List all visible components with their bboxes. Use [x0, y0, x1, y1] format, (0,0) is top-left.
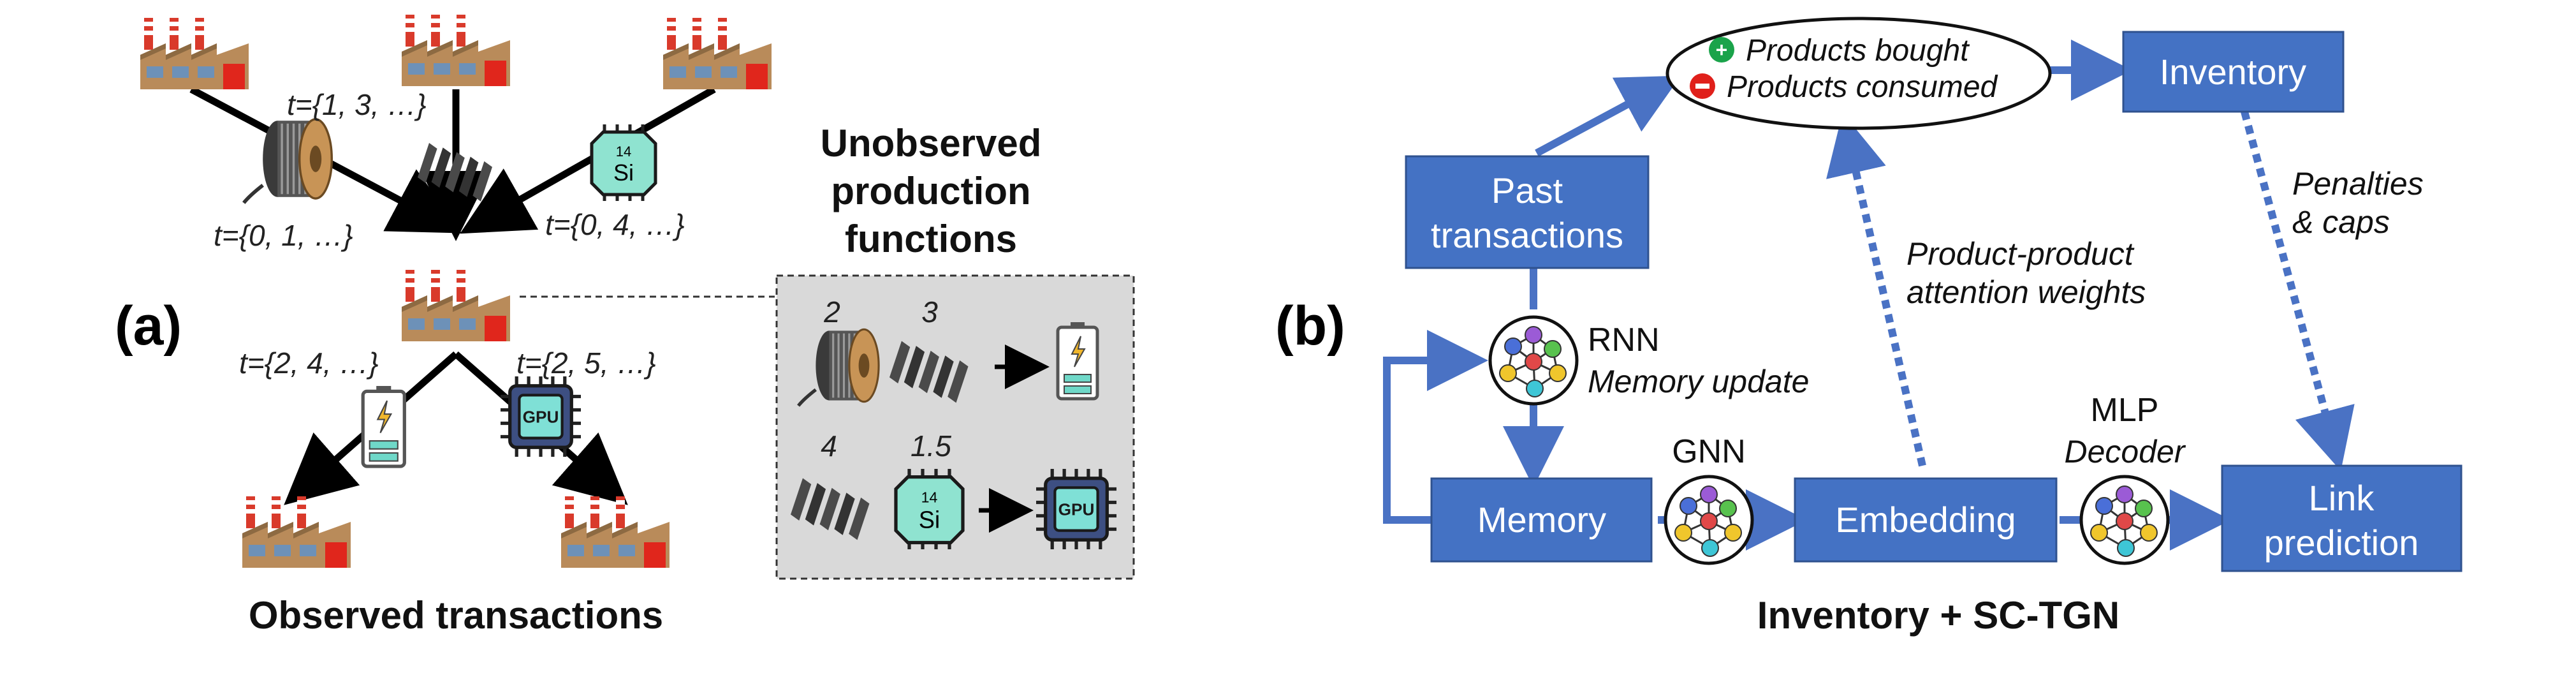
gnn-network-icon [1665, 477, 1752, 563]
panel-a-title: Observed transactions [249, 594, 663, 637]
mlp-network-icon [2081, 477, 2168, 563]
svg-text:Link: Link [2309, 478, 2375, 518]
wire-spool-icon [244, 119, 332, 203]
svg-text:Past: Past [1491, 170, 1563, 211]
time-label: t={0, 4, …} [545, 208, 685, 241]
svg-text:Penalties: Penalties [2292, 166, 2424, 202]
memory-box: Memory [1430, 477, 1653, 563]
silicon-chip-icon: 14 Si [896, 469, 963, 549]
inventory-box: Inventory [2122, 31, 2345, 113]
time-label: t={0, 1, …} [214, 219, 353, 252]
svg-text:functions: functions [845, 218, 1017, 260]
svg-text:+: + [1716, 38, 1728, 61]
rnn-label: RNN [1588, 322, 1660, 359]
panel-b-label: (b) [1275, 295, 1345, 357]
svg-text:Embedding: Embedding [1835, 500, 2016, 540]
gnn-label: GNN [1672, 433, 1746, 470]
panel-b-title: Inventory + SC-TGN [1757, 594, 2119, 637]
decoder-label: Decoder [2065, 434, 2186, 470]
time-label: t={2, 5, …} [516, 346, 656, 380]
factory-icon [402, 15, 510, 86]
silicon-chip-icon: 14 Si [592, 124, 655, 201]
factory-icon [140, 18, 249, 89]
factory-icon [663, 18, 772, 89]
dotted-arrows [1826, 110, 2355, 471]
flow-arrows [1383, 40, 2231, 551]
svg-text:Unobserved: Unobserved [821, 122, 1042, 165]
svg-text:transactions: transactions [1431, 215, 1623, 255]
mlp-label: MLP [2091, 392, 2159, 429]
recipe-coefficient: 1.5 [911, 429, 951, 463]
factory-icon [242, 496, 351, 568]
gpu-chip-icon: GPU [1036, 469, 1116, 549]
products-ellipse: + Products bought Products consumed [1665, 17, 2052, 130]
svg-text:Memory: Memory [1477, 500, 1606, 540]
chip-number: 14 [616, 144, 631, 159]
recipe-coefficient: 4 [821, 429, 837, 463]
panel-b: (b) + Products bought Products con [1275, 17, 2463, 637]
battery-icon [1058, 322, 1097, 399]
chip-number: 14 [921, 489, 938, 506]
memory-update-label: Memory update [1588, 364, 1809, 399]
gpu-label: GPU [523, 407, 559, 426]
factory-icon [402, 270, 510, 341]
plus-icon [1709, 37, 1734, 63]
penalties-label: Penalties & caps [2292, 166, 2424, 240]
svg-text:Product-product: Product-product [1906, 236, 2135, 272]
past-transactions-box: Past transactions [1405, 155, 1650, 269]
unobserved-title: Unobserved production functions [821, 122, 1042, 260]
svg-text:Inventory: Inventory [2160, 52, 2306, 92]
time-label: t={2, 4, …} [239, 346, 379, 380]
svg-text:production: production [831, 170, 1030, 212]
chip-symbol: Si [613, 159, 634, 186]
attention-weights-label: Product-product attention weights [1906, 236, 2146, 310]
svg-text:prediction: prediction [2264, 522, 2419, 563]
svg-text:& caps: & caps [2292, 204, 2390, 240]
gpu-label: GPU [1058, 500, 1095, 519]
embedding-box: Embedding [1794, 477, 2058, 563]
rnn-network-icon [1490, 317, 1577, 404]
recipe-coefficient: 2 [823, 295, 840, 329]
factory-icon [561, 496, 670, 568]
panel-a: (a) 14 Si GPU t={1, 3, …} [115, 15, 1135, 637]
link-prediction-box: Link prediction [2221, 464, 2463, 572]
time-label: t={1, 3, …} [287, 88, 427, 121]
svg-text:attention weights: attention weights [1906, 274, 2146, 310]
panel-a-label: (a) [115, 295, 182, 357]
products-consumed: Products consumed [1727, 70, 1998, 104]
production-functions-panel: 2 3 4 1.5 14 Si GPU [775, 274, 1135, 580]
gpu-chip-icon: GPU [501, 376, 581, 457]
chip-symbol: Si [919, 507, 940, 533]
products-bought: Products bought [1746, 34, 1970, 68]
battery-icon [363, 386, 404, 466]
recipe-coefficient: 3 [921, 295, 938, 329]
